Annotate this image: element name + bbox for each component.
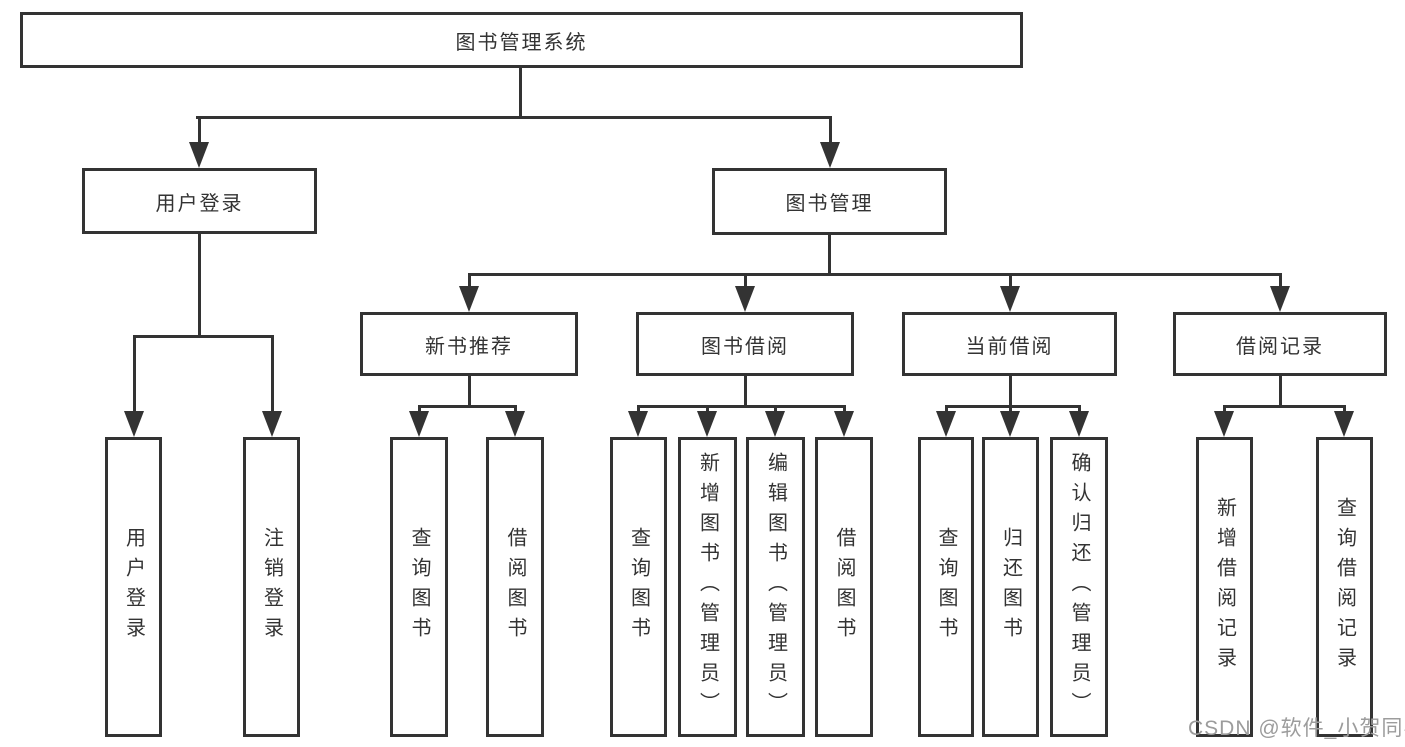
connector-vline — [1223, 405, 1226, 411]
node-label: 借阅记录 — [1236, 335, 1324, 358]
arrowhead-icon — [820, 142, 840, 168]
arrowhead-icon — [1069, 411, 1089, 437]
connector-vline — [744, 376, 747, 408]
connector-vline — [1279, 376, 1282, 408]
connector-vline — [198, 234, 201, 338]
node-borrowing-records: 借阅记录 — [1173, 312, 1387, 376]
connector-hline — [133, 335, 274, 338]
node-label: 借阅图书 — [833, 527, 855, 647]
connector-vline — [468, 376, 471, 408]
connector-vline — [843, 405, 846, 411]
node-label: 用户登录 — [122, 527, 145, 647]
node-edit-books-admin: 编辑图书（管理员） — [746, 437, 805, 737]
connector-vline — [133, 335, 136, 411]
arrowhead-icon — [765, 411, 785, 437]
arrowhead-icon — [1334, 411, 1354, 437]
connector-vline — [828, 235, 831, 276]
arrowhead-icon — [459, 286, 479, 312]
arrowhead-icon — [735, 286, 755, 312]
connector-vline — [1009, 376, 1012, 408]
node-label: 确认归还（管理员） — [1068, 452, 1090, 722]
node-label: 新增借阅记录 — [1213, 497, 1236, 677]
node-label: 查询图书 — [627, 527, 650, 647]
arrowhead-icon — [1000, 286, 1020, 312]
connector-vline — [1279, 273, 1282, 286]
connector-vline — [1078, 405, 1081, 411]
node-new-book-recommend: 新书推荐 — [360, 312, 578, 376]
node-query-borrow-record: 查询借阅记录 — [1316, 437, 1373, 737]
arrowhead-icon — [262, 411, 282, 437]
arrowhead-icon — [697, 411, 717, 437]
connector-vline — [829, 116, 832, 142]
node-book-borrowing: 图书借阅 — [636, 312, 854, 376]
connector-vline — [198, 116, 201, 142]
connector-vline — [774, 405, 777, 411]
node-add-books-admin: 新增图书（管理员） — [678, 437, 737, 737]
connector-hline — [418, 405, 517, 408]
connector-vline — [1343, 405, 1346, 411]
arrowhead-icon — [834, 411, 854, 437]
node-current-borrowing: 当前借阅 — [902, 312, 1117, 376]
connector-vline — [514, 405, 517, 411]
arrowhead-icon — [1270, 286, 1290, 312]
arrowhead-icon — [1000, 411, 1020, 437]
node-borrow-books: 借阅图书 — [815, 437, 873, 737]
arrowhead-icon — [409, 411, 429, 437]
connector-vline — [418, 405, 421, 411]
node-label: 编辑图书（管理员） — [764, 452, 787, 722]
node-label: 图书管理 — [785, 193, 874, 215]
node-library-management-system: 图书管理系统 — [20, 12, 1023, 68]
csdn-watermark: CSDN @软件_小贺同学 — [1188, 717, 1405, 740]
connector-vline — [744, 273, 747, 286]
connector-hline — [945, 405, 1081, 408]
arrowhead-icon — [936, 411, 956, 437]
node-label: 新增图书（管理员） — [696, 452, 719, 722]
node-confirm-return-admin: 确认归还（管理员） — [1050, 437, 1108, 737]
connector-hline — [196, 116, 832, 119]
connector-hline — [468, 273, 1282, 276]
arrowhead-icon — [1214, 411, 1234, 437]
node-label: 图书借阅 — [701, 335, 789, 358]
node-label: 查询借阅记录 — [1333, 497, 1356, 677]
connector-hline — [637, 405, 846, 408]
connector-vline — [1009, 273, 1012, 286]
node-logout: 注销登录 — [243, 437, 300, 737]
connector-vline — [706, 405, 709, 411]
node-label: 查询图书 — [408, 527, 430, 647]
connector-vline — [637, 405, 640, 411]
connector-hline — [1223, 405, 1346, 408]
node-label: 用户登录 — [155, 192, 244, 215]
node-user-login-leaf: 用户登录 — [105, 437, 162, 737]
arrowhead-icon — [628, 411, 648, 437]
connector-vline — [1009, 405, 1012, 411]
connector-vline — [945, 405, 948, 411]
node-label: 注销登录 — [260, 527, 283, 647]
node-borrow-books-recommend: 借阅图书 — [486, 437, 544, 737]
connector-vline — [468, 273, 471, 286]
arrowhead-icon — [189, 142, 209, 168]
node-label: 新书推荐 — [425, 335, 513, 358]
arrowhead-icon — [124, 411, 144, 437]
node-label: 图书管理系统 — [455, 31, 588, 54]
node-query-books-recommend: 查询图书 — [390, 437, 448, 737]
connector-vline — [271, 335, 274, 411]
node-user-login: 用户登录 — [82, 168, 317, 234]
node-book-management: 图书管理 — [712, 168, 947, 235]
node-add-borrow-record: 新增借阅记录 — [1196, 437, 1253, 737]
arrowhead-icon — [505, 411, 525, 437]
node-label: 查询图书 — [935, 527, 957, 647]
node-query-books-borrowing: 查询图书 — [610, 437, 667, 737]
node-label: 借阅图书 — [504, 527, 526, 647]
node-label: 归还图书 — [999, 527, 1022, 647]
node-query-books-current: 查询图书 — [918, 437, 974, 737]
node-return-books: 归还图书 — [982, 437, 1039, 737]
node-label: 当前借阅 — [965, 335, 1054, 358]
connector-vline — [519, 68, 522, 119]
